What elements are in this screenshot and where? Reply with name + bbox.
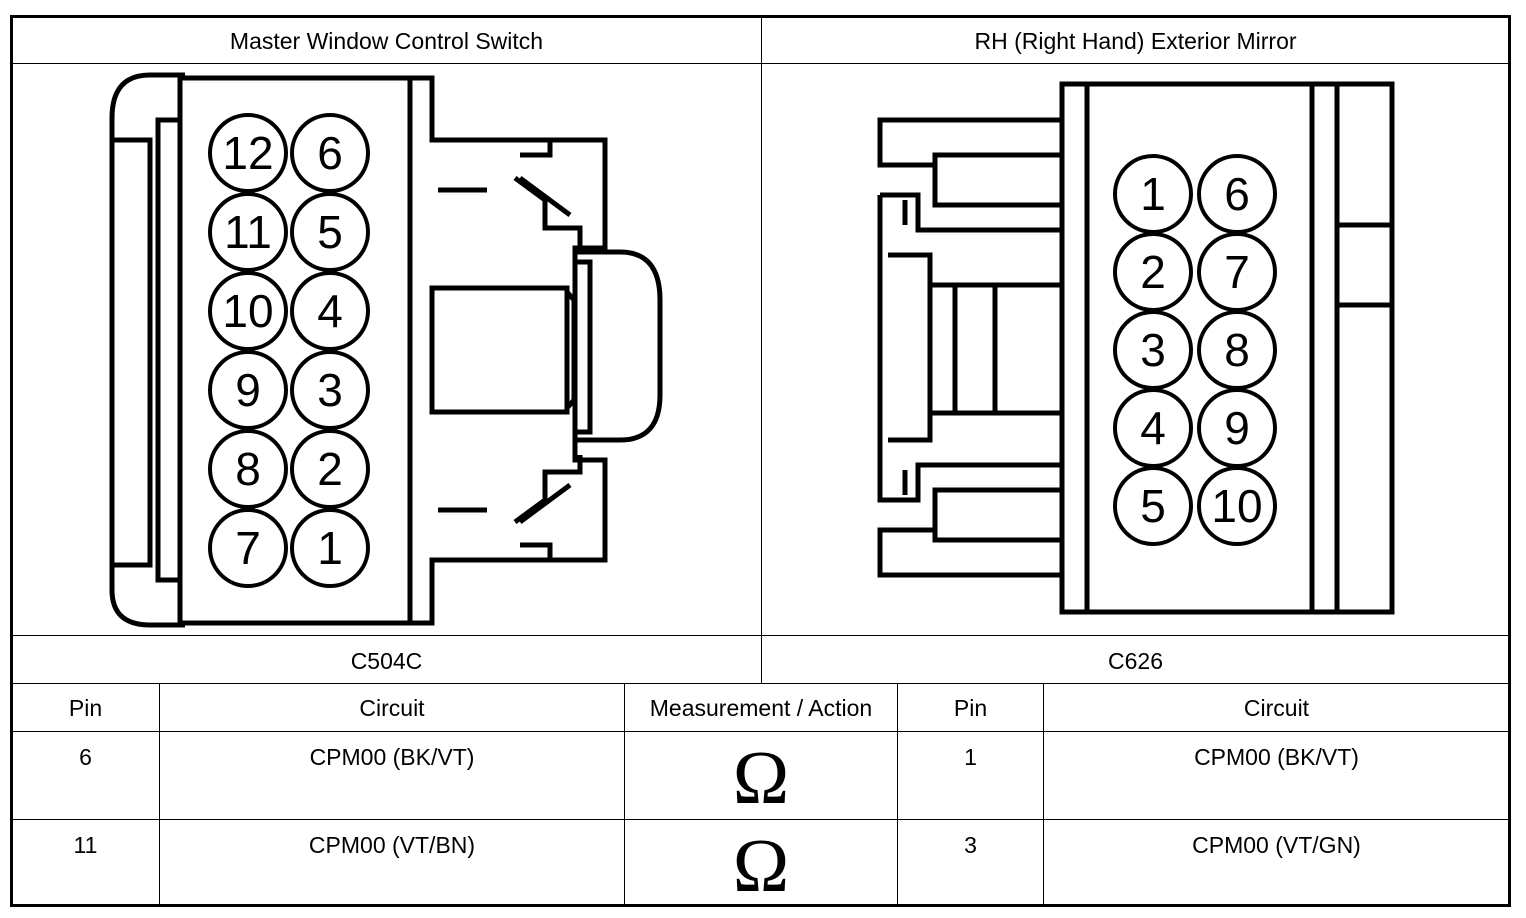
divider-table-row [12,819,1509,820]
col-divider-1 [159,683,160,905]
connector-title-left: Master Window Control Switch [229,28,544,54]
c504c-pin-label: 10 [222,285,273,337]
c504c-pin-label: 1 [317,522,343,574]
c504c-pin-label: 4 [317,285,343,337]
c504c-pins: 12 6 11 5 10 4 9 3 8 2 7 1 [208,113,370,588]
c504c-pin-label: 6 [317,127,343,179]
col-divider-3 [897,683,898,905]
connector-id-left: C504C [350,648,423,674]
c626-pin-label: 6 [1224,168,1250,220]
c626-pin-label: 10 [1211,480,1262,532]
row1-circuit-b: CPM00 (BK/VT) [1194,744,1359,770]
c626-pin-label: 7 [1224,246,1250,298]
c504c-pin-label: 5 [317,206,343,258]
row1-pin-b: 1 [964,744,977,770]
row2-circuit-b: CPM00 (VT/GN) [1192,832,1361,858]
diagram-frame [10,15,1511,907]
divider-header [12,63,1509,64]
connector-id-right: C626 [1108,648,1163,674]
row2-pin-b: 3 [964,832,977,858]
c504c-pin-label: 2 [317,443,343,495]
c626-pin-label: 4 [1140,402,1166,454]
connector-title-right: RH (Right Hand) Exterior Mirror [974,28,1297,54]
row1-circuit-a: CPM00 (BK/VT) [309,744,475,770]
col-divider-2 [624,683,625,905]
c626-pin-label: 5 [1140,480,1166,532]
row2-ohm-icon: Ω [732,824,790,908]
c626-pins: 1 6 2 7 3 8 4 9 5 10 [1113,154,1277,546]
header-measurement: Measurement / Action [649,695,873,721]
divider-table-header [12,731,1509,732]
c504c-pin-label: 3 [317,364,343,416]
header-pin-a: Pin [68,695,103,721]
c504c-pin-label: 7 [235,522,261,574]
c504c-pin-label: 11 [224,206,272,258]
header-circuit-b: Circuit [1243,695,1310,721]
row2-circuit-a: CPM00 (VT/BN) [308,832,476,858]
row2-pin-a: 11 [73,832,98,858]
header-circuit-a: Circuit [359,695,425,721]
header-pin-b: Pin [953,695,988,721]
row1-ohm-icon: Ω [732,736,790,820]
c504c-pin-label: 8 [235,443,261,495]
c626-pin-label: 2 [1140,246,1166,298]
connector-c504c-drawing: 12 6 11 5 10 4 9 3 8 2 7 1 [109,72,663,628]
divider-connectors [761,17,762,683]
divider-image-bottom [12,635,1509,636]
c504c-pin-label: 9 [235,364,261,416]
c626-pin-label: 8 [1224,324,1250,376]
c504c-pin-label: 12 [222,127,273,179]
c626-pin-label: 3 [1140,324,1166,376]
c626-pin-label: 9 [1224,402,1250,454]
col-divider-4 [1043,683,1044,905]
connector-c626-drawing: 1 6 2 7 3 8 4 9 5 10 [877,81,1395,615]
row1-pin-a: 6 [79,744,92,770]
divider-table-top [12,683,1509,684]
c626-pin-label: 1 [1140,168,1166,220]
